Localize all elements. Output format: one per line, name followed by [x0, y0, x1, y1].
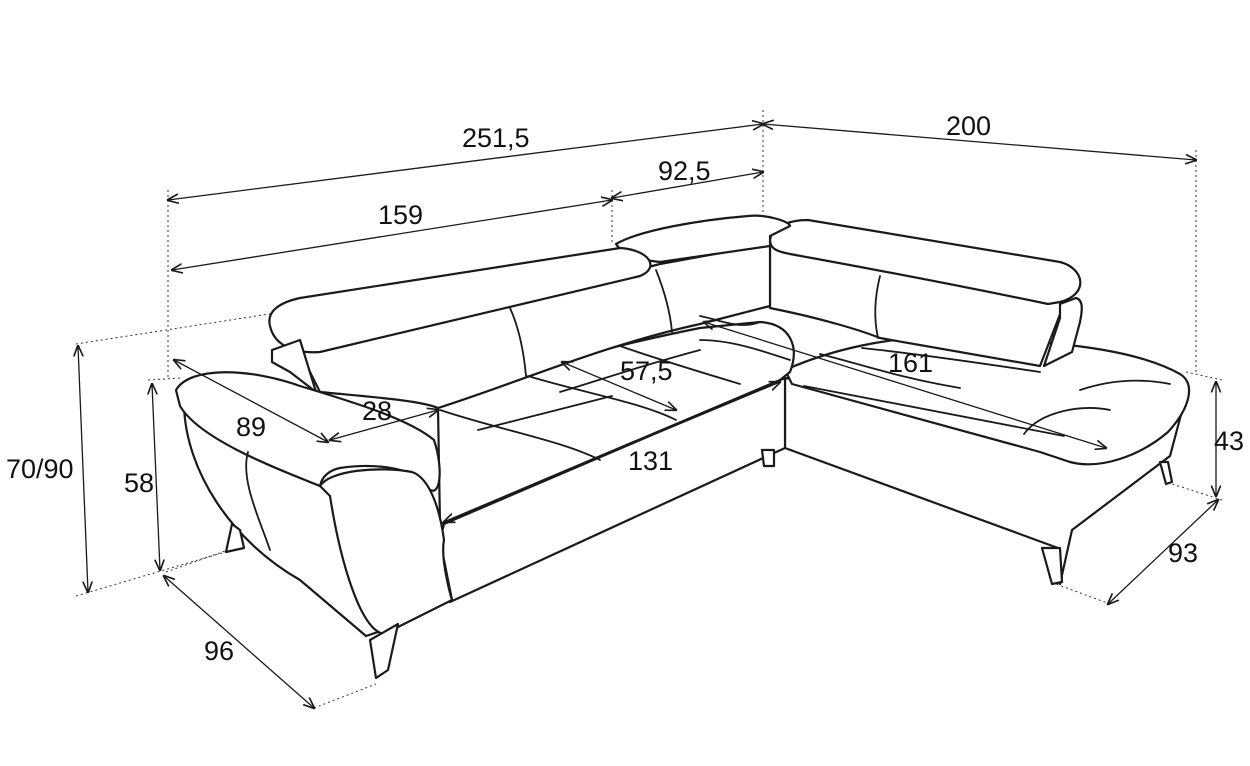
dimension-labels: 251,5 200 159 92,5 57,5 161 131 28 89 70… — [6, 111, 1244, 666]
dim-line-seat-front — [444, 382, 780, 522]
dim-line-chaise-width — [1108, 500, 1218, 604]
dim-line-corner-section — [612, 172, 763, 198]
sofa-body — [174, 214, 1190, 680]
label-seat-front: 131 — [628, 446, 673, 476]
dim-line-chaise-length — [704, 322, 1106, 448]
label-corner-section: 92,5 — [658, 156, 711, 186]
label-seat-depth: 57,5 — [620, 356, 673, 386]
leg-center — [760, 448, 776, 468]
label-height-armrest: 58 — [124, 468, 154, 498]
leg-chaise-back — [1158, 460, 1174, 486]
dim-line-armrest-width — [330, 410, 438, 440]
label-total-width: 251,5 — [462, 123, 530, 153]
dim-line-total-width — [168, 124, 763, 200]
label-right-depth: 200 — [946, 111, 991, 141]
label-armrest-length: 89 — [236, 412, 266, 442]
dim-line-right-depth — [763, 124, 1196, 160]
leg-chaise-front — [1040, 546, 1064, 586]
label-left-depth: 96 — [204, 636, 234, 666]
left-armrest-front — [318, 468, 454, 636]
label-chaise-height: 43 — [1214, 426, 1244, 456]
label-armrest-width: 28 — [362, 396, 392, 426]
dimension-lines — [78, 124, 1218, 708]
leg-left-front — [368, 622, 400, 680]
label-chaise-width: 93 — [1168, 538, 1198, 568]
label-left-section: 159 — [378, 200, 423, 230]
right-headrest — [768, 218, 1082, 306]
dim-line-height-headrest — [78, 346, 88, 592]
dim-line-left-section — [172, 200, 612, 270]
leg-left-back — [224, 522, 246, 554]
dim-line-armrest-length — [174, 360, 328, 442]
label-height-headrest: 70/90 — [6, 454, 74, 484]
dim-line-height-armrest — [152, 384, 160, 570]
dim-line-left-depth — [164, 576, 314, 708]
label-chaise-length: 161 — [888, 348, 933, 378]
